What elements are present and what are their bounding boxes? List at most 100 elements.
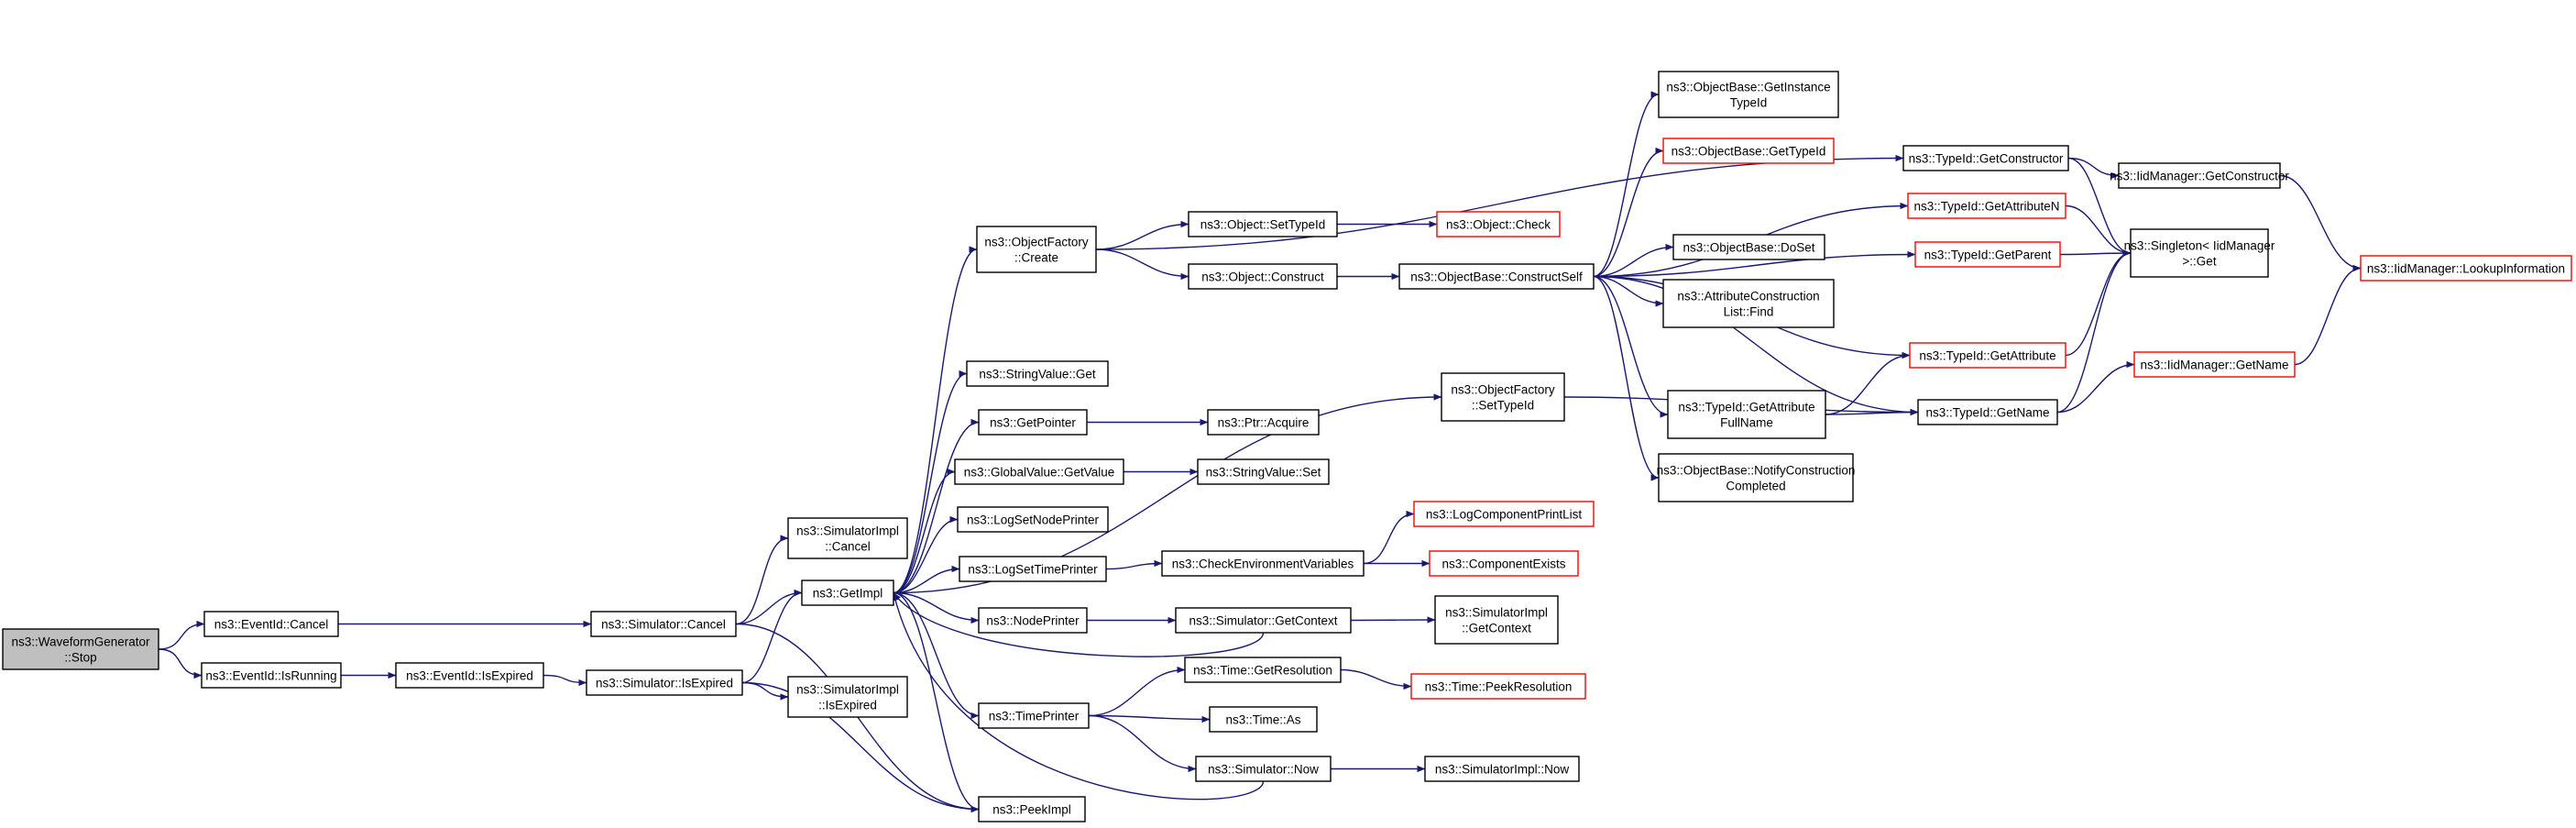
function-node-n42[interactable]: ns3::TypeId::GetAttributeN — [1907, 193, 2066, 219]
function-node-n7[interactable]: ns3::GetImpl — [801, 580, 894, 606]
function-node-n14[interactable]: ns3::LogSetNodePrinter — [957, 506, 1109, 533]
function-node-n30[interactable]: ns3::LogComponentPrintList — [1413, 501, 1595, 527]
function-node-box — [2130, 228, 2269, 278]
function-node-n34[interactable]: ns3::SimulatorImpl::Now — [1424, 756, 1580, 782]
function-node-box — [1398, 263, 1595, 290]
function-node-n45[interactable]: ns3::TypeId::GetName — [1917, 399, 2058, 425]
function-node-n33[interactable]: ns3::Time::PeekResolution — [1410, 673, 1586, 700]
function-node-box — [959, 556, 1107, 582]
function-node-n3[interactable]: ns3::Simulator::Cancel — [590, 611, 737, 637]
function-node-n5[interactable]: ns3::Simulator::IsExpired — [586, 669, 743, 696]
function-node-n32[interactable]: ns3::SimulatorImpl::GetContext — [1434, 595, 1559, 645]
function-node-n19[interactable]: ns3::Object::Construct — [1188, 263, 1338, 290]
function-node-n20[interactable]: ns3::Ptr::Acquire — [1207, 409, 1320, 436]
function-node-n29[interactable]: ns3::ObjectFactory::SetTypeId — [1441, 372, 1565, 422]
function-node-box — [2360, 255, 2572, 282]
function-node-n27[interactable]: ns3::Object::Check — [1436, 211, 1561, 237]
function-node-n36[interactable]: ns3::ObjectBase::GetTypeId — [1662, 138, 1835, 164]
call-edge-line — [2279, 174, 2362, 272]
call-edge-n43-n47 — [2059, 249, 2132, 257]
function-node-n2[interactable]: ns3::EventId::IsRunning — [201, 662, 342, 689]
function-node-n22[interactable]: ns3::CheckEnvironmentVariables — [1161, 550, 1365, 577]
call-edge-line — [741, 589, 803, 684]
function-node-n31[interactable]: ns3::ComponentExists — [1429, 550, 1579, 577]
call-edge-n39-n44 — [1825, 351, 1911, 415]
function-node-n41[interactable]: ns3::TypeId::GetConstructor — [1902, 145, 2069, 171]
function-node-n25[interactable]: ns3::Time::As — [1209, 706, 1318, 733]
function-node-n23[interactable]: ns3::Simulator::GetContext — [1175, 607, 1352, 634]
function-node-label: ns3::ObjectFactory — [984, 236, 1089, 249]
function-node-label: ns3::EventId::Cancel — [214, 618, 329, 632]
call-edge-n7-n14 — [893, 515, 959, 594]
function-node-n17[interactable]: ns3::TimePrinter — [978, 702, 1090, 729]
function-node-n48[interactable]: ns3::IidManager::GetName — [2133, 351, 2296, 378]
function-node-box — [1197, 458, 1330, 485]
function-node-box — [395, 662, 544, 689]
function-node-n47[interactable]: ns3::Singleton< IidManager>::Get — [2124, 228, 2275, 278]
function-node-box — [203, 611, 339, 637]
function-node-label: ns3::PeekImpl — [992, 803, 1071, 817]
function-node-label: ns3::TypeId::GetName — [1925, 406, 2049, 420]
function-node-n37[interactable]: ns3::ObjectBase::DoSet — [1672, 234, 1825, 260]
function-node-label: ns3::Time::As — [1225, 713, 1300, 727]
function-node-n21[interactable]: ns3::StringValue::Set — [1197, 458, 1330, 485]
function-node-n26[interactable]: ns3::Simulator::Now — [1195, 756, 1332, 782]
call-edge-n28-n45 — [1593, 275, 1919, 416]
function-node-n18[interactable]: ns3::Object::SetTypeId — [1188, 211, 1338, 237]
call-edge-line — [893, 591, 980, 624]
call-edge-n28-n35 — [1593, 91, 1660, 278]
function-node-n40[interactable]: ns3::ObjectBase::NotifyConstructionCompl… — [1657, 453, 1856, 502]
function-node-n15[interactable]: ns3::LogSetTimePrinter — [959, 556, 1107, 582]
function-node-n10[interactable]: ns3::ObjectFactory::Create — [976, 226, 1097, 273]
function-node-label: ns3::ObjectBase::DoSet — [1683, 241, 1814, 255]
function-node-label: ns3::EventId::IsRunning — [205, 669, 336, 683]
function-node-box — [1413, 501, 1595, 527]
function-node-n1[interactable]: ns3::EventId::Cancel — [203, 611, 339, 637]
call-edge-n4-n5 — [543, 674, 587, 687]
function-node-n0[interactable]: ns3::WaveformGenerator::Stop — [2, 628, 159, 670]
function-node-box — [2, 628, 159, 670]
function-node-box — [1188, 211, 1338, 237]
call-edge-line — [893, 468, 956, 594]
function-node-box — [2118, 162, 2281, 189]
function-node-n12[interactable]: ns3::GetPointer — [978, 409, 1088, 436]
call-edge-line — [893, 246, 978, 594]
function-node-box — [1175, 607, 1352, 634]
call-edge-n39-n45 — [1825, 408, 1919, 416]
function-node-n8[interactable]: ns3::SimulatorImpl::IsExpired — [787, 676, 908, 718]
function-node-n16[interactable]: ns3::NodePrinter — [978, 607, 1088, 634]
call-edge-line — [543, 674, 587, 687]
function-node-n4[interactable]: ns3::EventId::IsExpired — [395, 662, 544, 689]
function-node-box — [1658, 71, 1839, 118]
function-node-n11[interactable]: ns3::StringValue::Get — [966, 360, 1109, 387]
function-node-box — [966, 360, 1109, 387]
function-node-n24[interactable]: ns3::Time::GetResolution — [1184, 657, 1342, 683]
function-node-label: ns3::ObjectBase::GetTypeId — [1672, 145, 1826, 159]
call-edge-line — [1593, 243, 1674, 278]
function-node-n44[interactable]: ns3::TypeId::GetAttribute — [1909, 342, 2066, 369]
function-node-n46[interactable]: ns3::IidManager::GetConstructor — [2110, 162, 2289, 189]
function-node-n13[interactable]: ns3::GlobalValue::GetValue — [954, 458, 1124, 485]
function-node-n6[interactable]: ns3::SimulatorImpl::Cancel — [787, 517, 908, 559]
call-edge-line — [1825, 408, 1919, 416]
function-node-label: ns3::LogSetTimePrinter — [968, 563, 1098, 577]
function-node-n49[interactable]: ns3::IidManager::LookupInformation — [2360, 255, 2572, 282]
call-edge-n48-n49 — [2294, 264, 2362, 366]
call-edge-n28-n39 — [1593, 275, 1669, 418]
function-node-label: ns3::Simulator::GetContext — [1189, 614, 1337, 628]
function-node-n9[interactable]: ns3::PeekImpl — [978, 796, 1086, 822]
function-node-box — [978, 796, 1086, 822]
function-node-box — [1441, 372, 1565, 422]
call-edge-n28-n36 — [1593, 147, 1664, 278]
function-node-label: ns3::IidManager::GetConstructor — [2110, 170, 2289, 183]
function-node-box — [1662, 279, 1835, 328]
call-edge-line — [1593, 275, 1660, 481]
function-node-n43[interactable]: ns3::TypeId::GetParent — [1914, 241, 2061, 268]
function-node-label: ns3::ObjectBase::ConstructSelf — [1410, 270, 1583, 284]
function-node-n28[interactable]: ns3::ObjectBase::ConstructSelf — [1398, 263, 1595, 290]
call-edge-n7-n10 — [893, 246, 978, 594]
call-edge-line — [1340, 668, 1412, 690]
